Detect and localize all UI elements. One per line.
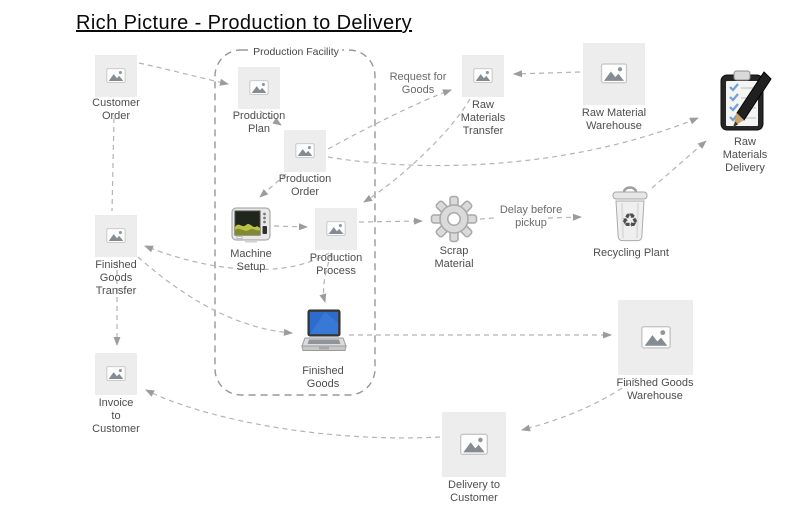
page-title: Rich Picture - Production to Delivery: [76, 12, 413, 34]
image-placeholder-icon: [600, 63, 628, 84]
customer-order-label: Customer Order: [92, 97, 140, 122]
svg-text:♻: ♻: [621, 210, 638, 232]
node-production-order[interactable]: [284, 130, 326, 172]
clipboard-checklist-icon: [720, 70, 772, 131]
raw-material-warehouse-label: Raw Material Warehouse: [581, 107, 647, 132]
image-placeholder-icon: [295, 143, 315, 158]
invoice-to-customer-label: Invoice to Customer: [92, 397, 140, 435]
raw-materials-transfer-label: Raw Materials Transfer: [460, 99, 506, 137]
delivery-to-customer-label: Delivery to Customer: [448, 479, 500, 504]
node-invoice-to-customer[interactable]: [95, 353, 137, 395]
finished-goods-label: Finished Goods: [302, 365, 344, 390]
scrap-material-label: Scrap Material: [434, 245, 474, 270]
delay-before-pickup-annotation: Delay before pickup: [499, 204, 563, 229]
image-placeholder-icon: [473, 68, 493, 83]
connector-production-process-to-finished-goods-transfer: [144, 245, 330, 271]
node-customer-order[interactable]: [95, 55, 137, 97]
node-raw-materials-delivery[interactable]: [716, 70, 774, 134]
node-finished-goods-warehouse[interactable]: [618, 300, 693, 375]
image-placeholder-icon: [106, 366, 126, 381]
connector-production-order-to-raw-materials-transfer: [327, 89, 452, 150]
node-production-process[interactable]: [315, 208, 357, 250]
connector-raw-materials-transfer-to-production-process: [363, 98, 471, 203]
connector-raw-material-warehouse-to-raw-materials-transfer: [513, 70, 581, 78]
image-placeholder-icon: [459, 433, 489, 455]
connector-production-plan-to-production-order: [259, 110, 282, 126]
node-raw-materials-transfer[interactable]: [462, 55, 504, 97]
production-plan-label: Production Plan: [232, 110, 286, 135]
request-for-goods-annotation: Request for Goods: [389, 71, 447, 96]
connector-finished-goods-transfer-to-finished-goods: [137, 256, 293, 336]
connector-scrap-material-to-delay-label: [479, 217, 496, 220]
node-finished-goods[interactable]: [299, 309, 347, 363]
node-scrap-material[interactable]: [430, 195, 478, 243]
recycling-plant-label: Recycling Plant: [593, 247, 669, 259]
laptop-icon: [301, 309, 347, 351]
recycle-bin-icon: ♻: [612, 186, 648, 242]
connector-customer-order-to-finished-goods-transfer: [111, 117, 115, 212]
image-placeholder-icon: [640, 325, 671, 349]
connector-machine-setup-to-production-process: [273, 223, 308, 231]
node-raw-material-warehouse[interactable]: [583, 43, 645, 105]
production-facility-label: Production Facility: [250, 46, 342, 58]
connector-production-process-to-scrap-material: [358, 217, 423, 225]
gear-icon: [430, 195, 478, 243]
image-placeholder-icon: [326, 221, 346, 236]
production-process-label: Production Process: [309, 252, 363, 277]
connector-delivery-to-invoice: [145, 389, 441, 439]
connector-production-order-to-machine-setup: [259, 173, 287, 198]
node-delivery-to-customer[interactable]: [442, 412, 506, 477]
node-machine-setup[interactable]: [231, 206, 271, 244]
node-recycling-plant[interactable]: ♻: [607, 186, 653, 244]
image-placeholder-icon: [106, 228, 126, 243]
connector-customer-order-to-production-plan: [138, 62, 229, 86]
connector-delay-label-to-recycling-plant: [547, 213, 582, 221]
production-order-label: Production Order: [278, 173, 332, 198]
finished-goods-transfer-label: Finished Goods Transfer: [95, 259, 137, 297]
raw-materials-delivery-label: Raw Materials Delivery: [722, 136, 768, 174]
connector-production-process-to-finished-goods: [319, 252, 332, 303]
machine-setup-label: Machine Setup: [230, 248, 272, 273]
monitor-waveform-icon: [231, 207, 271, 243]
node-finished-goods-transfer[interactable]: [95, 215, 137, 257]
finished-goods-warehouse-label: Finished Goods Warehouse: [616, 377, 694, 402]
image-placeholder-icon: [249, 80, 269, 95]
node-production-plan[interactable]: [238, 67, 280, 109]
image-placeholder-icon: [106, 68, 126, 83]
connector-recycling-plant-to-raw-materials-delivery: [651, 140, 707, 189]
